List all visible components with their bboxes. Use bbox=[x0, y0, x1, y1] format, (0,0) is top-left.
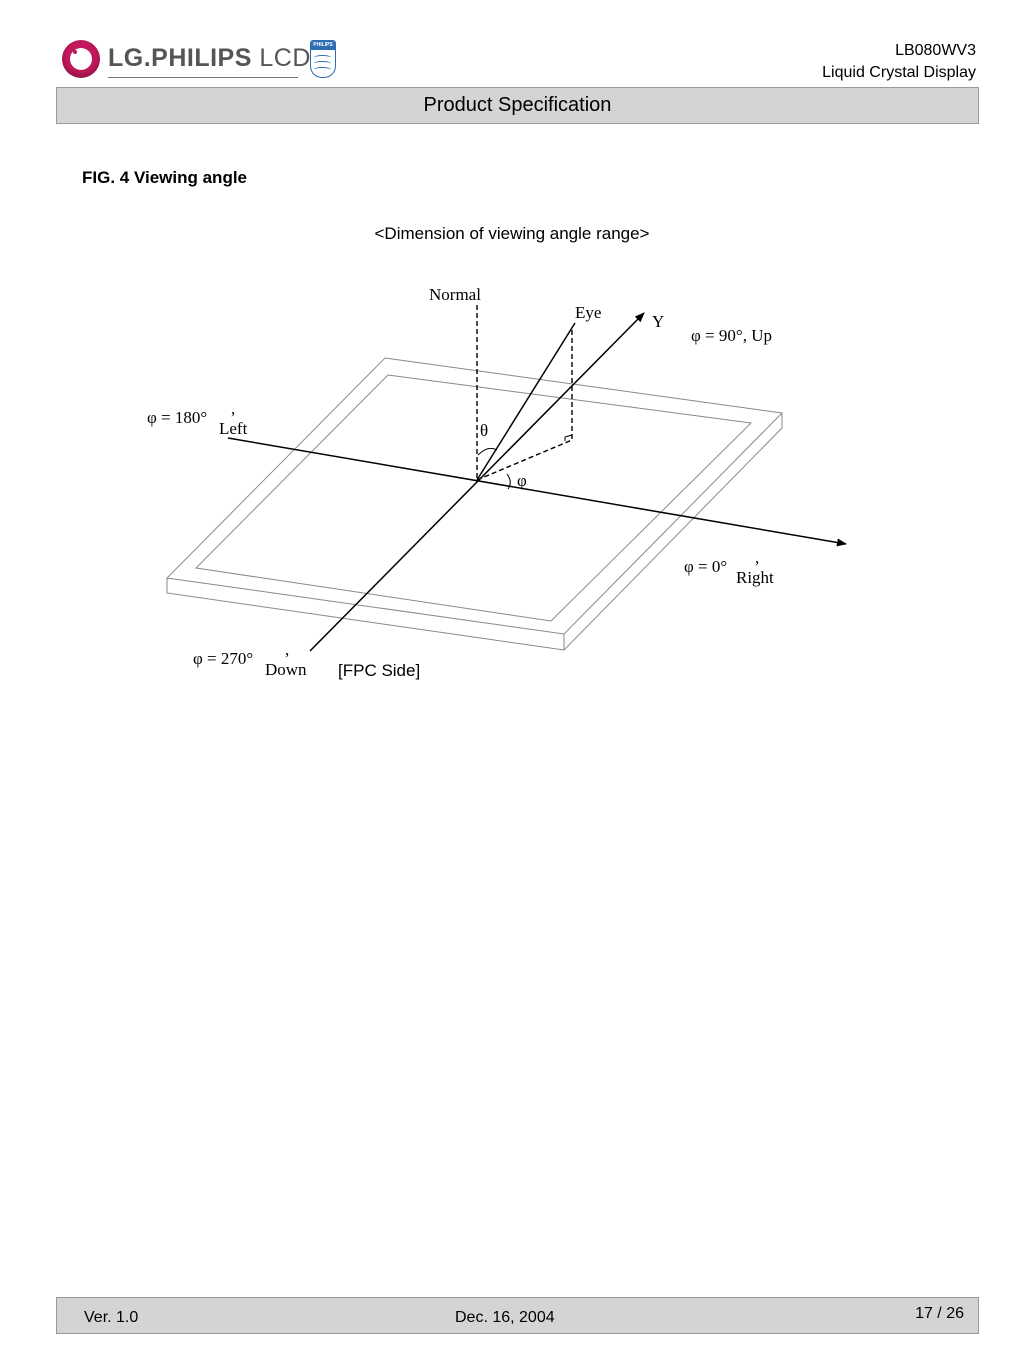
right-angle-label: φ = 0° bbox=[684, 557, 727, 576]
page-footer: Ver. 1.0 Dec. 16, 2004 17 / 26 bbox=[56, 1297, 979, 1334]
page-title: Product Specification bbox=[423, 94, 612, 116]
figure-subtitle: <Dimension of viewing angle range> bbox=[374, 224, 650, 243]
panel-active-area bbox=[194, 374, 753, 622]
footer-page-number: 17 / 26 bbox=[915, 1305, 964, 1322]
panel-outer-edge bbox=[165, 357, 784, 635]
logo-wordmark: LG.PHILIPS LCD bbox=[108, 44, 311, 72]
normal-label: Normal bbox=[429, 285, 481, 304]
y-axis bbox=[309, 312, 645, 652]
down-label: Down bbox=[265, 660, 307, 679]
model-number: LB080WV3 bbox=[895, 42, 976, 59]
lg-philips-logo: LG.PHILIPS LCD PHILIPS bbox=[62, 40, 352, 82]
footer-date: Dec. 16, 2004 bbox=[455, 1309, 555, 1326]
horizontal-axis bbox=[227, 437, 847, 547]
phi-label: φ bbox=[517, 471, 527, 490]
footer-version: Ver. 1.0 bbox=[84, 1309, 139, 1326]
phi-arc bbox=[506, 473, 511, 490]
logo-underline bbox=[108, 77, 298, 78]
eye-direction-line bbox=[476, 322, 576, 481]
eye-label: Eye bbox=[575, 303, 601, 322]
down-comma: , bbox=[285, 640, 289, 659]
right-label: Right bbox=[736, 568, 774, 587]
eye-projection-plane bbox=[476, 439, 573, 481]
philips-shield-icon: PHILIPS bbox=[310, 40, 336, 78]
down-angle-label: φ = 270° bbox=[193, 649, 253, 668]
panel-side-edge bbox=[166, 413, 783, 651]
left-angle-label: φ = 180° bbox=[147, 408, 207, 427]
page-title-bar: Product Specification bbox=[56, 87, 979, 124]
y-axis-label: Y bbox=[652, 312, 664, 331]
theta-label: θ bbox=[480, 421, 488, 440]
up-angle-label: φ = 90°, Up bbox=[691, 326, 772, 345]
right-angle-mark bbox=[564, 434, 573, 441]
figure-title: FIG. 4 Viewing angle bbox=[82, 168, 248, 187]
fpc-side-label: [FPC Side] bbox=[338, 661, 420, 680]
theta-arc bbox=[477, 447, 498, 456]
lg-logo-icon bbox=[62, 40, 100, 78]
left-label: Left bbox=[219, 419, 248, 438]
right-comma: , bbox=[755, 548, 759, 567]
product-type: Liquid Crystal Display bbox=[822, 64, 976, 81]
left-comma: , bbox=[231, 399, 235, 418]
